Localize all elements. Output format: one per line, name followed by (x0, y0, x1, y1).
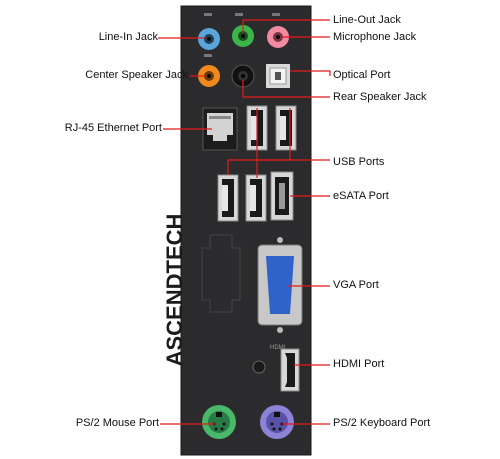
label-center-speaker-jack: Center Speaker Jack (85, 69, 188, 81)
hdmi-port (280, 348, 300, 392)
leader-line-out (242, 19, 330, 33)
ps2-mouse-port (202, 405, 236, 439)
label-usb-ports: USB Ports (333, 156, 385, 168)
ps2-keyboard-port (260, 405, 294, 439)
label-line-out-jack: Line-Out Jack (333, 14, 401, 26)
leader-optical (290, 70, 331, 76)
leader-lines (158, 19, 331, 425)
hdmi-panel-label: HDMI (270, 345, 286, 351)
blank-cutout (201, 234, 241, 313)
microphone-jack (267, 26, 289, 48)
brand-text: ASCENDTECH (162, 213, 187, 367)
optical-port (266, 64, 290, 88)
label-esata-port: eSATA Port (333, 190, 389, 202)
esata-port (270, 171, 294, 221)
audio-icons (204, 13, 280, 57)
usb-port (217, 174, 239, 222)
screw-hole (252, 360, 266, 374)
label-rear-speaker-jack: Rear Speaker Jack (333, 91, 427, 103)
usb-port (245, 174, 267, 222)
brand-watermark: ASCENDTECH (160, 205, 190, 375)
label-hdmi-port: HDMI Port (333, 358, 385, 370)
usb-port (275, 105, 297, 151)
line-in-jack (198, 28, 220, 50)
label-vga-port: VGA Port (333, 279, 379, 291)
label-optical-port: Optical Port (333, 69, 391, 81)
leader-rear-speaker (242, 80, 330, 98)
label-microphone-jack: Microphone Jack (333, 31, 417, 43)
label-ps2-keyboard-port: PS/2 Keyboard Port (333, 417, 431, 429)
center-speaker-jack (198, 65, 220, 87)
label-ps2-mouse-port: PS/2 Mouse Port (75, 417, 159, 429)
line-out-jack (232, 25, 254, 47)
rear-speaker-jack (231, 64, 255, 88)
label-line-in-jack: Line-In Jack (98, 31, 158, 43)
io-shield-edge (180, 5, 312, 456)
leader-usb-2 (227, 159, 330, 175)
vga-port (257, 237, 303, 333)
label-rj45-ethernet-port: RJ-45 Ethernet Port (64, 122, 162, 134)
